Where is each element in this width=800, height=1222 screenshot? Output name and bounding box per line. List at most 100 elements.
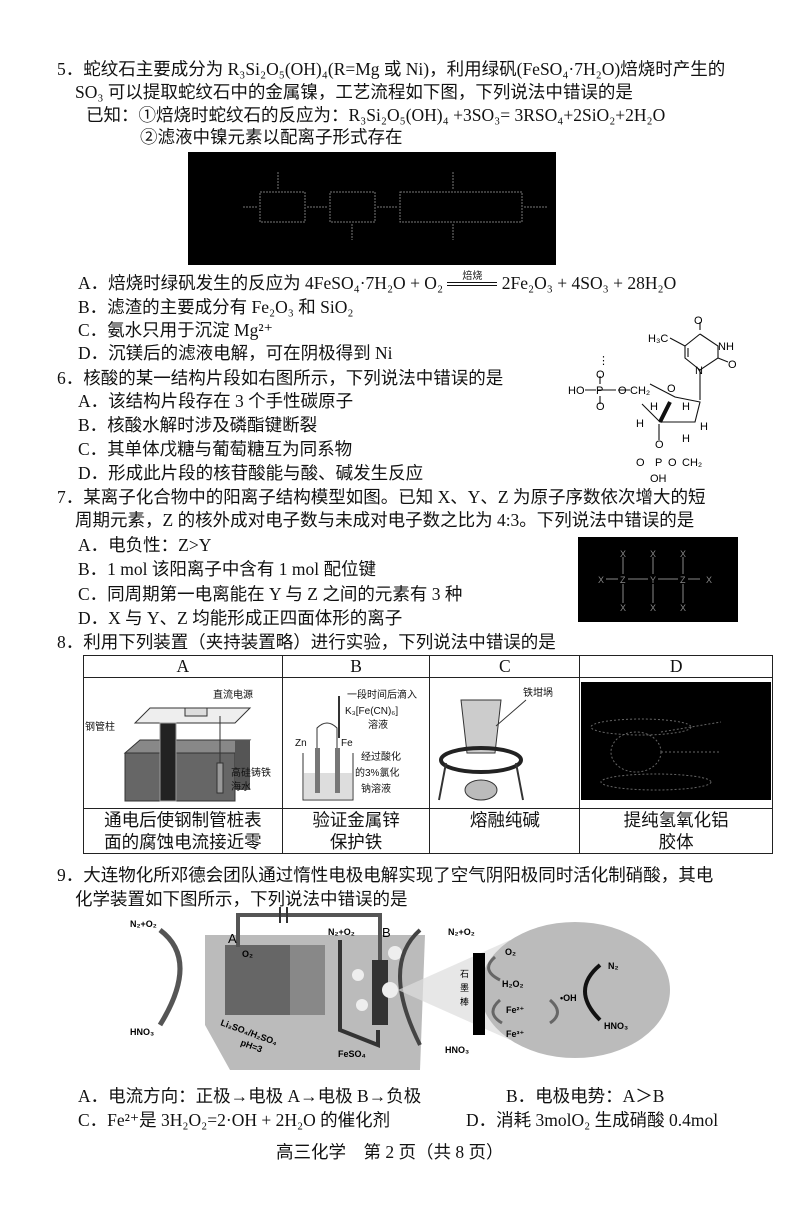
label-h: H — [636, 418, 644, 430]
atom-x: X — [650, 603, 656, 613]
label-n2o2-right: N₂+O₂ — [448, 927, 475, 937]
label-n: N — [695, 365, 703, 377]
label-h: H — [650, 401, 658, 413]
q5-known-1: 已知：①焙烧时蛇纹石的反应为：R₃Si₂O₅(OH)₄ +3SO₃= 3RSO₄… — [86, 105, 666, 125]
label-solution: 溶液 — [368, 718, 388, 731]
iron-crucible-diagram: 铁坩埚 — [437, 686, 553, 801]
caption-d-line2: 胶体 — [658, 832, 694, 852]
label-h: H — [682, 433, 690, 445]
label-hno3-right: HNO₃ — [604, 1021, 628, 1031]
label-o2-anode: O₂ — [242, 949, 253, 959]
q9-option-a: A．电流方向：正极→电极 A→电极 B→负极 — [78, 1086, 422, 1106]
label-n2o2-left: N₂+O₂ — [130, 919, 157, 929]
header-d: D — [579, 655, 773, 678]
caption-a-line1: 通电后使钢制管桩表 — [104, 810, 262, 830]
label-ch2: CH₂ — [682, 457, 702, 469]
label-n2o2-middle: N₂+O₂ — [328, 927, 355, 937]
label-ho: HO — [568, 385, 585, 397]
label-o: O — [668, 457, 677, 469]
label-o: O — [596, 369, 605, 381]
label-dc-power: 直流电源 — [213, 688, 253, 701]
q5-option-a: A．焙烧时绿矾发生的反应为 4FeSO₄·7H₂O + O₂ 焙烧 2Fe₂O₃… — [78, 271, 677, 294]
label-hno3-left: HNO₃ — [130, 1027, 154, 1037]
q5-option-c: C．氨水只用于沉淀 Mg²⁺ — [78, 320, 273, 340]
q7-option-c: C．同周期第一电离能在 Y 与 Z 之间的元素有 3 种 — [78, 584, 463, 604]
q9-option-b: B．电极电势：A＞B — [506, 1086, 665, 1106]
caption-d-line1: 提纯氢氧化铝 — [623, 810, 729, 830]
label-o: O — [694, 315, 703, 327]
dialysis-diagram — [581, 681, 772, 800]
label-fe3: Fe³⁺ — [506, 1029, 525, 1039]
q5-option-a-rhs: 2Fe₂O₃ + 4SO₃ + 28H₂O — [497, 273, 677, 293]
caption-c-line1: 熔融纯碱 — [469, 810, 540, 830]
header-b: B — [281, 655, 431, 678]
q9-stem-2: 化学装置如下图所示，下列说法中错误的是 — [75, 889, 408, 909]
label-fe: Fe — [341, 738, 353, 749]
condition-label: 焙烧 — [462, 271, 483, 282]
label-ch2: CH₂ — [630, 385, 650, 397]
apparatus-d — [579, 677, 773, 809]
label-o: O — [728, 359, 737, 371]
q7-stem-1: 7．某离子化合物中的阳离子结构模型如图。已知 X、Y、Z 为原子序数依次增大的短 — [57, 487, 706, 507]
atom-x: X — [620, 603, 626, 613]
q5-stem-1: 5．蛇纹石主要成分为 R₃Si₂O₅(OH)₄(R=Mg 或 Ni)，利用绿矾(… — [57, 59, 726, 79]
label-reagent: K₃[Fe(CN)₆] — [345, 706, 398, 717]
label-h2o2: H₂O₂ — [502, 979, 524, 989]
atom-x: X — [598, 575, 604, 585]
caption-a-line2: 面的腐蚀电流接近零 — [104, 832, 262, 852]
caption-b: 验证金属锌保护铁 — [281, 808, 431, 854]
label-feso4: FeSO₄ — [338, 1049, 366, 1059]
apparatus-b: 一段时间后滴入 K₃[Fe(CN)₆] 溶液 Zn Fe 经过酸化 的3%氯化 … — [281, 677, 431, 809]
label-zn: Zn — [295, 738, 307, 749]
atom-z: Z — [680, 575, 686, 585]
label-sodium-solution: 钠溶液 — [361, 782, 391, 795]
atom-x: X — [650, 549, 656, 559]
page-footer: 高三化学 第 2 页（共 8 页） — [276, 1142, 504, 1162]
cathodic-protection-diagram: 直流电源 钢管柱 高硅铸铁 海水 — [85, 688, 271, 802]
label-o: O — [596, 401, 605, 413]
label-o: O — [636, 457, 645, 469]
q7-option-a: A．电负性：Z>Y — [78, 535, 212, 555]
q9-stem-1: 9．大连物化所邓德会团队通过惰性电极电解实现了空气阴阳极同时活化制硝酸，其电 — [57, 865, 714, 885]
label-electrode-a: A — [228, 931, 237, 946]
label-o: O — [667, 383, 676, 395]
label-iron-crucible: 铁坩埚 — [523, 686, 553, 699]
apparatus-c: 铁坩埚 — [429, 677, 581, 809]
galvanic-cell-diagram: 一段时间后滴入 K₃[Fe(CN)₆] 溶液 Zn Fe 经过酸化 的3%氯化 … — [295, 688, 417, 801]
header-a: A — [83, 655, 283, 678]
q6-option-b: B．核酸水解时涉及磷酯键断裂 — [78, 415, 318, 435]
caption-d: 提纯氢氧化铝胶体 — [579, 808, 773, 854]
label-dots: ⋮ — [598, 355, 609, 367]
atom-y: Y — [650, 575, 656, 585]
q5-known-2: ②滤液中镍元素以配离子形式存在 — [140, 127, 403, 147]
label-nacl-3pct: 的3%氯化 — [355, 766, 399, 779]
label-nh: NH — [718, 341, 734, 353]
label-o: O — [655, 439, 664, 451]
label-oh: OH — [650, 473, 667, 485]
label-drop: 一段时间后滴入 — [347, 688, 417, 701]
atom-x: X — [706, 575, 712, 585]
caption-c: 熔融纯碱 — [429, 808, 581, 854]
label-hydroxyl-radical: •OH — [560, 993, 577, 1003]
header-c: C — [429, 655, 581, 678]
atom-x: X — [680, 603, 686, 613]
label-graphite-2: 墨 — [460, 983, 469, 993]
q7-option-d: D．X 与 Y、Z 均能形成正四面体形的离子 — [78, 608, 403, 628]
q7-option-b: B．1 mol 该阳离子中含有 1 mol 配位键 — [78, 559, 376, 579]
q5-stem-2: SO₃ 可以提取蛇纹石中的金属镍，工艺流程如下图，下列说法中错误的是 — [75, 82, 633, 102]
label-silicon-iron: 高硅铸铁 — [231, 766, 271, 779]
label-h: H — [700, 421, 708, 433]
process-flowchart — [188, 152, 556, 265]
caption-b-line2: 保护铁 — [329, 832, 383, 852]
label-electrode-b: B — [382, 925, 391, 940]
reaction-condition: 焙烧 — [447, 271, 498, 286]
atom-x: X — [680, 549, 686, 559]
q9-option-c: C．Fe²⁺是 3H₂O₂=2·OH + 2H₂O 的催化剂 — [78, 1110, 391, 1130]
label-o: O — [618, 385, 627, 397]
label-acidified: 经过酸化 — [361, 750, 401, 763]
q5-option-a-lhs: A．焙烧时绿矾发生的反应为 4FeSO₄·7H₂O + O₂ — [78, 273, 448, 293]
q6-option-d: D．形成此片段的核苷酸能与酸、碱发生反应 — [78, 463, 424, 483]
q6-option-c: C．其单体戊糖与葡萄糖互为同系物 — [78, 439, 353, 459]
